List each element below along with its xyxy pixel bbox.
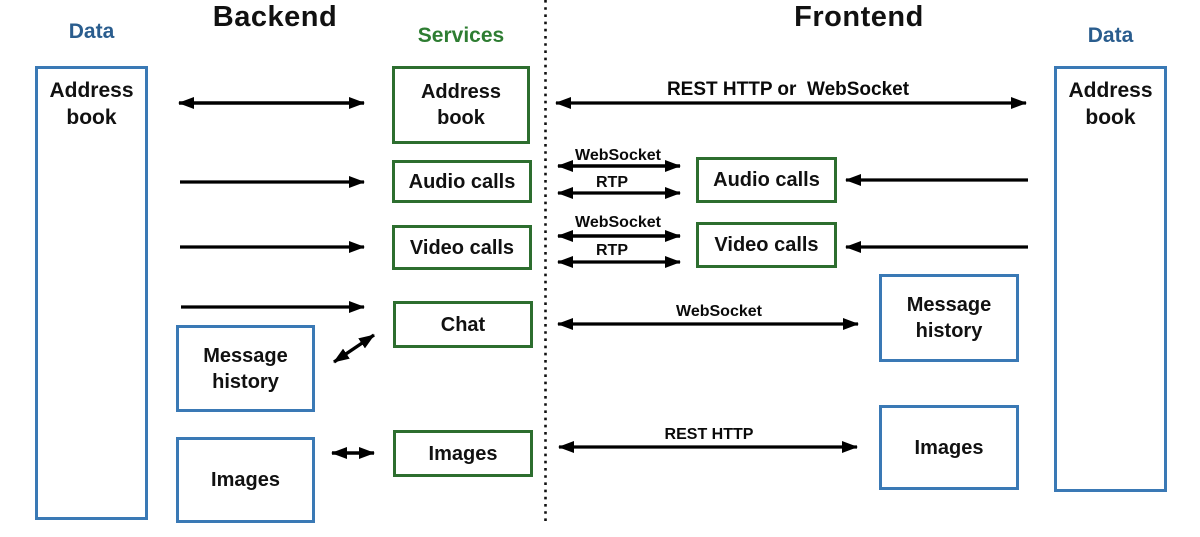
frontend-title: Frontend: [794, 1, 924, 33]
frontend-address-book-data-box: Address book: [1054, 66, 1167, 492]
backend-video-calls-service-box: Video calls: [392, 225, 532, 270]
backend-images-service-box: Images: [393, 430, 533, 477]
frontend-images-data-box: Images: [879, 405, 1019, 490]
video-websocket-label: WebSocket: [575, 214, 661, 231]
frontend-message-history-data-box: Message history: [879, 274, 1019, 362]
data-column-title-right: Data: [1087, 24, 1134, 47]
video-rtp-label: RTP: [596, 242, 628, 259]
frontend-audio-calls-service-box: Audio calls: [696, 157, 837, 203]
backend-title: Backend: [212, 1, 338, 33]
backend-chat-service-box: Chat: [393, 301, 533, 348]
backend-images-data-box: Images: [176, 437, 315, 523]
backend-address-book-service-box: Address book: [392, 66, 530, 144]
audio-websocket-label: WebSocket: [575, 147, 661, 164]
rest-or-websocket-label: REST HTTP or WebSocket: [666, 79, 910, 100]
data-column-title-left: Data: [68, 20, 115, 43]
chat-websocket-label: WebSocket: [676, 303, 762, 320]
images-rest-http-label: REST HTTP: [664, 426, 754, 443]
frontend-video-calls-service-box: Video calls: [696, 222, 837, 268]
backend-address-book-data-box: Address book: [35, 66, 148, 520]
backend-audio-calls-service-box: Audio calls: [392, 160, 532, 203]
arrow-messagehistory-chat: [333, 333, 375, 364]
backend-message-history-data-box: Message history: [176, 325, 315, 412]
services-column-title: Services: [417, 24, 505, 47]
audio-rtp-label: RTP: [596, 174, 628, 191]
